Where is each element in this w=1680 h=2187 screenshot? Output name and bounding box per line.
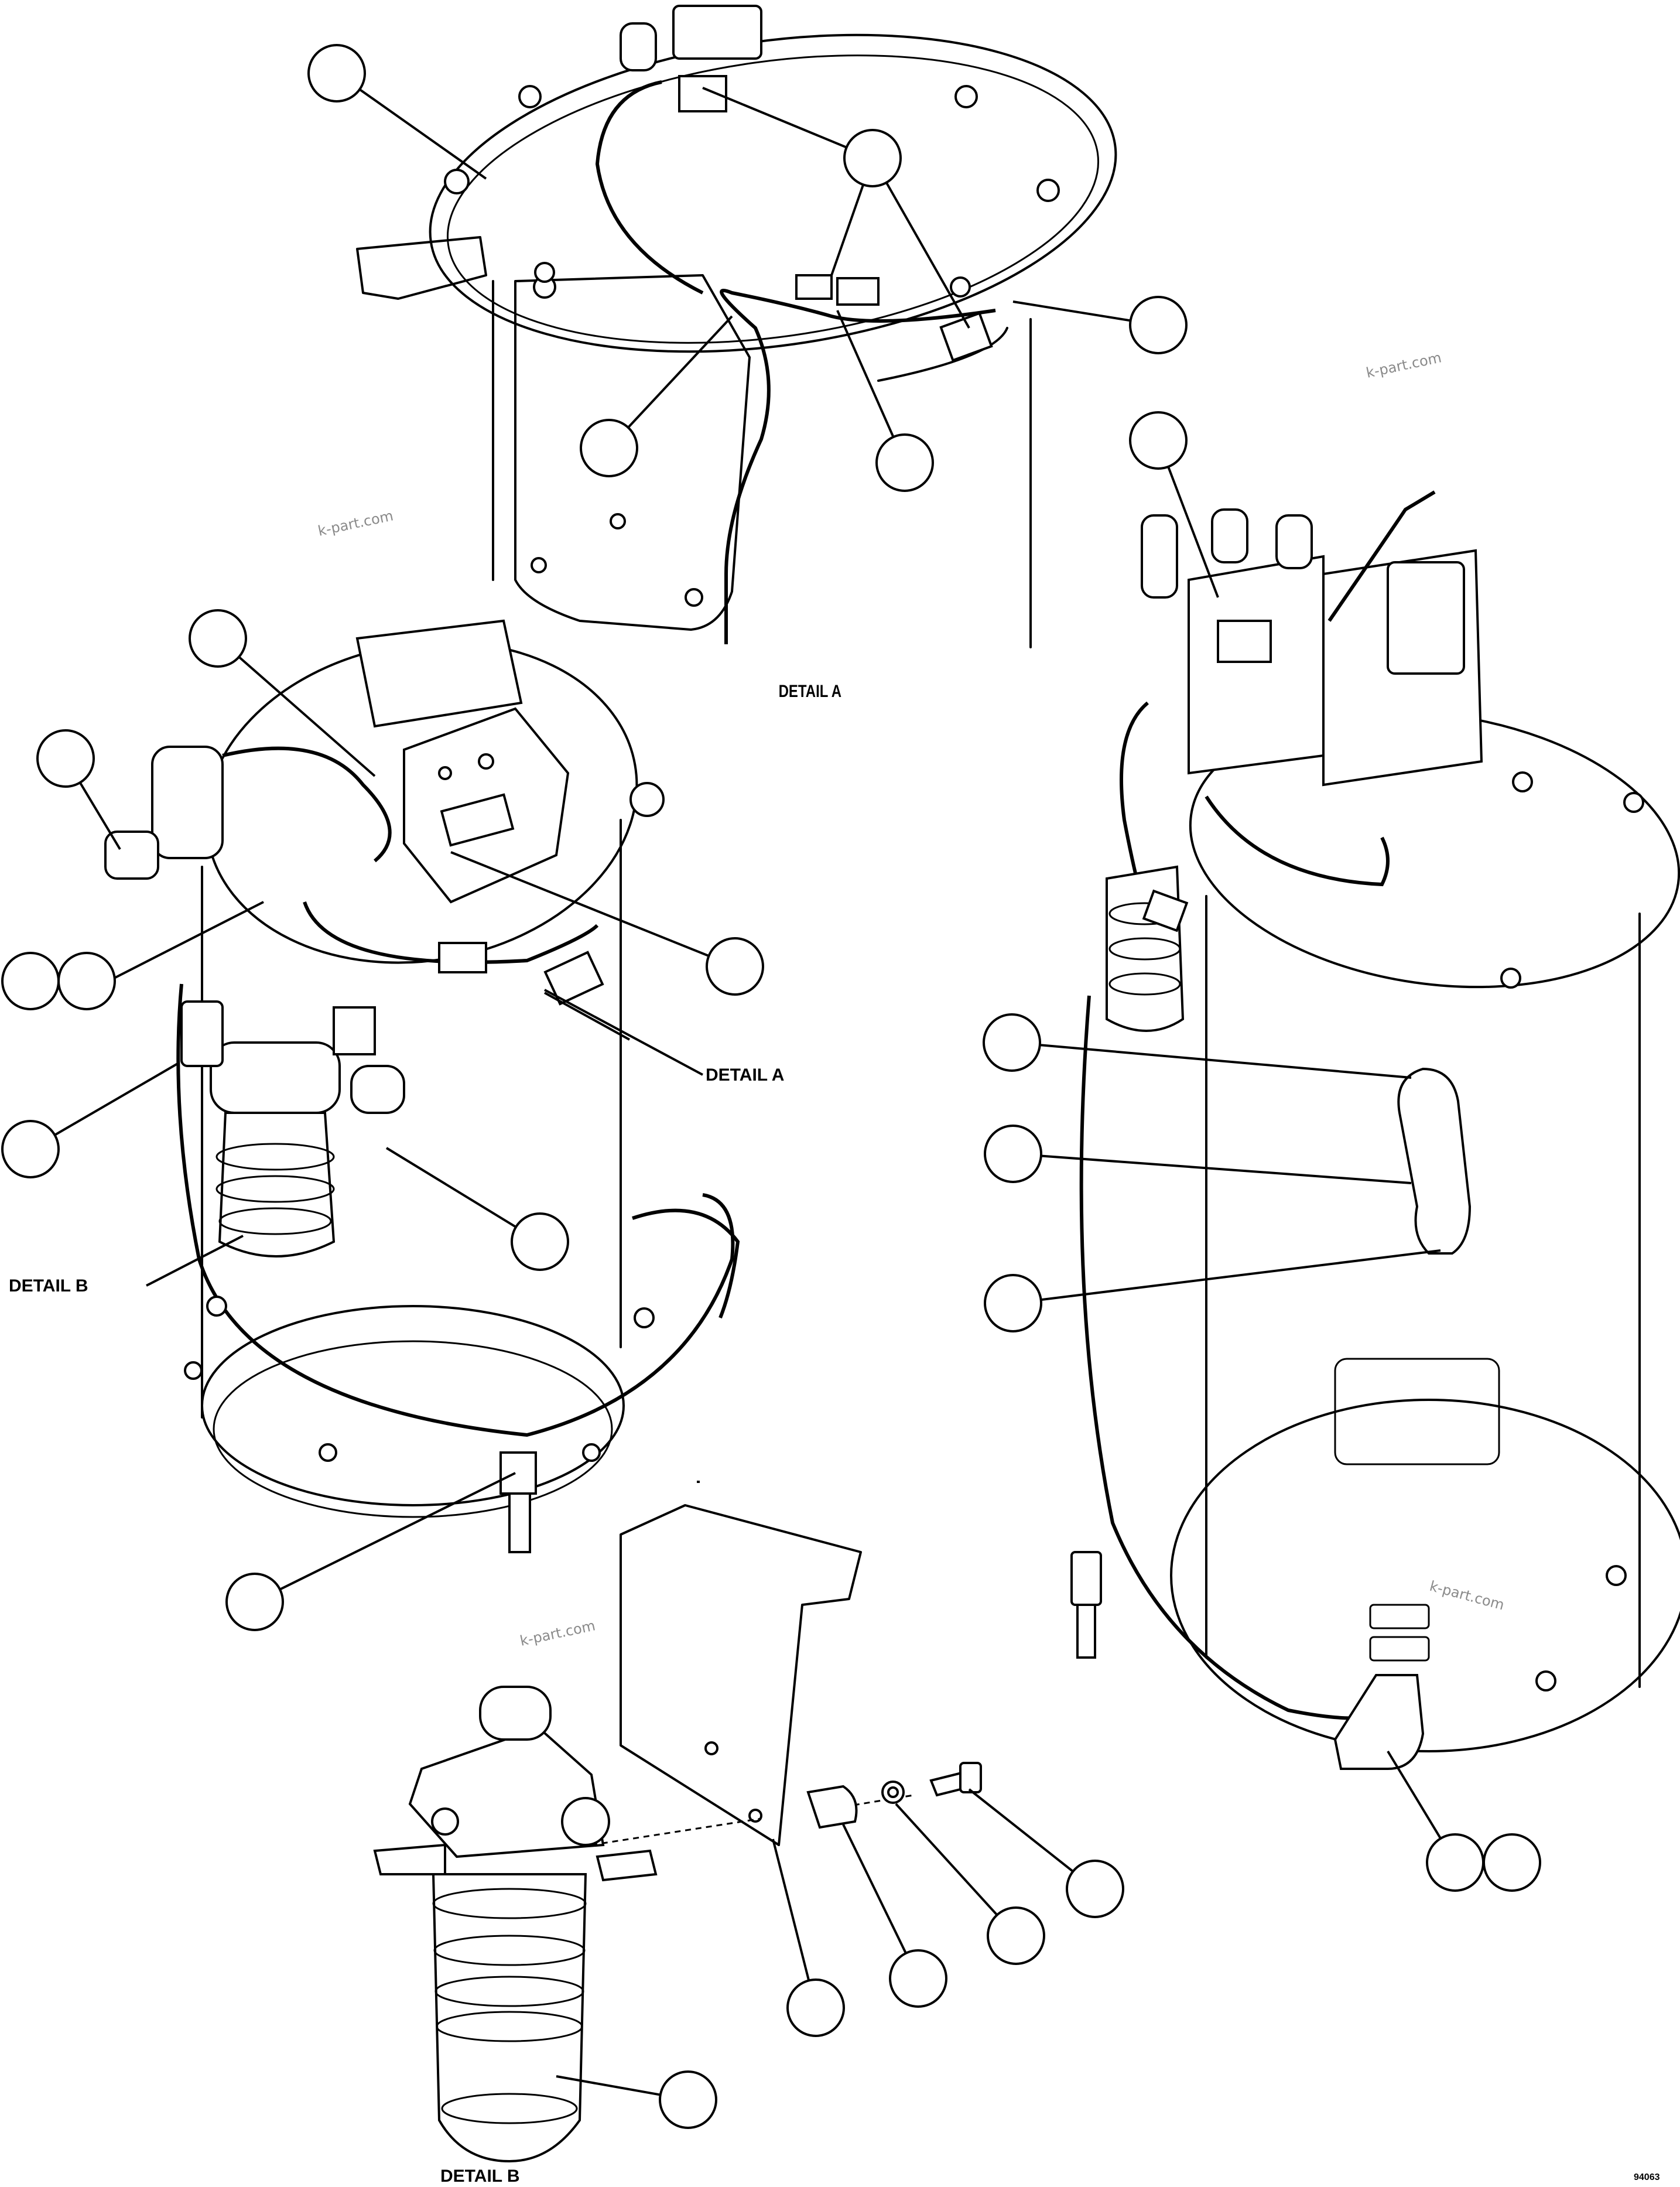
drawing-number: 94063	[1634, 2172, 1660, 2182]
watermark: k-part.com	[1364, 349, 1443, 381]
callout-bubble	[225, 1573, 284, 1631]
callout-bubble	[189, 609, 247, 668]
detail-b-assembly	[373, 1504, 982, 2163]
callout-bubble	[580, 419, 638, 477]
callout-bubble	[659, 2070, 717, 2129]
watermark: k-part.com	[1428, 1578, 1506, 1614]
callout-bubble	[984, 1125, 1042, 1183]
detail-a-label-top: DETAIL A	[779, 681, 842, 700]
callout-bubble	[1129, 411, 1188, 470]
callouts	[1, 44, 1541, 2129]
callout-bubble	[987, 1906, 1045, 1965]
left-main-assembly	[104, 619, 740, 1553]
callout-bubble	[1426, 1833, 1484, 1892]
callout-bubble	[706, 937, 764, 996]
watermark: k-part.com	[518, 1617, 597, 1649]
left-filter	[180, 1000, 405, 1257]
callout-bubble	[1066, 1860, 1124, 1918]
callout-bubble	[1129, 296, 1188, 354]
callout-bubble	[984, 1274, 1042, 1332]
callout-bubble	[843, 129, 902, 187]
right-main-assembly	[1070, 490, 1680, 1770]
callout-bubble	[889, 1949, 947, 2008]
callout-bubble	[1, 952, 60, 1010]
detail-b-label-bottom: DETAIL B	[440, 2167, 520, 2186]
callout-bubble	[786, 1978, 845, 2037]
callout-bubble	[1483, 1833, 1541, 1892]
callout-bubble	[57, 952, 116, 1010]
watermark: k-part.com	[316, 507, 395, 539]
callout-bubble	[875, 433, 934, 492]
detail-a-label-left: DETAIL A	[706, 1065, 784, 1085]
callout-bubble	[983, 1013, 1041, 1072]
detail-b-label-left: DETAIL B	[9, 1276, 88, 1296]
callout-bubble	[307, 44, 366, 102]
callout-bubble	[1, 1120, 60, 1178]
callout-bubble	[36, 729, 95, 788]
callout-bubble	[511, 1212, 569, 1271]
detail-a-assembly	[356, 5, 1117, 648]
